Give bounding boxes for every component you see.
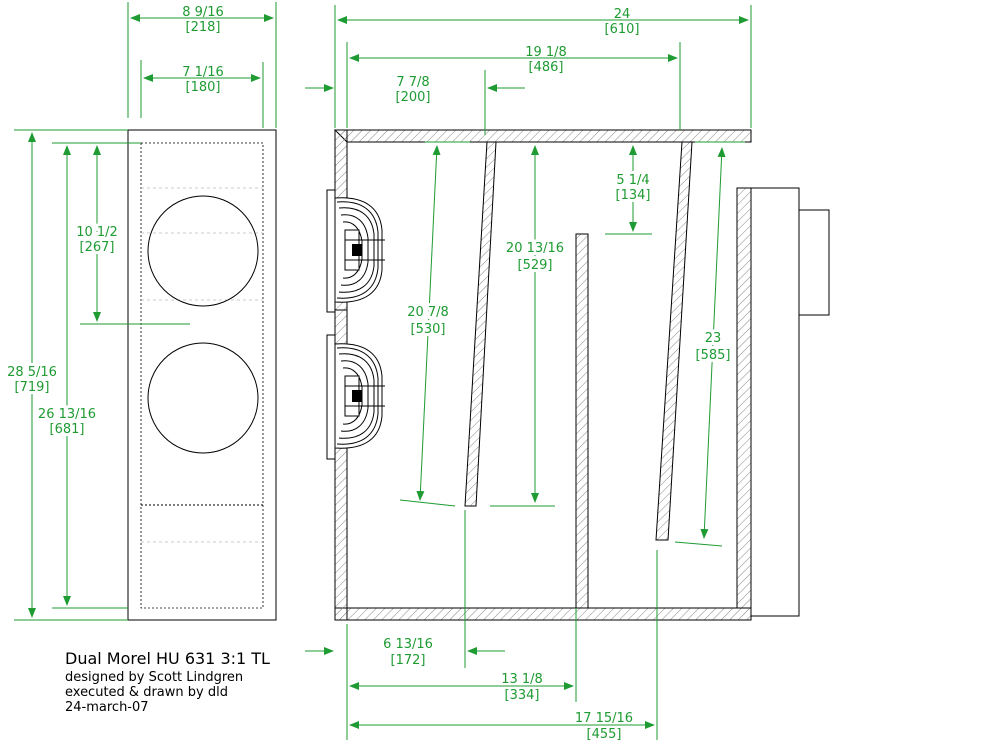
drafter-credit: executed & drawn by dld [65,685,228,700]
label-bg: [719] [15,380,50,395]
front-view [127,129,277,621]
label-bg: 20 13/16 [506,241,564,256]
dim-bottom-2-frac: 13 1/8 [501,672,543,687]
front-dimensions [14,2,277,621]
label-bg: [267] [80,240,115,255]
label-bg: 5 1/4 [616,173,649,188]
dim-center-length-frac: 20 13/16 [506,241,564,256]
side-section-view [326,129,830,621]
dim-first-length-mm: [530] [411,322,446,337]
dim-total-depth-mm: [610] [605,22,640,37]
dim-front-outer-frac: 8 9/16 [182,5,224,20]
dim-bottom-2-mm: [334] [505,688,540,703]
label-bg: 10 1/2 [76,225,118,240]
dim-inner-height-mm: [681] [50,422,85,437]
dim-top-gap-frac: 5 1/4 [616,173,649,188]
dim-front-inner-frac: 7 1/16 [182,65,224,80]
upper-driver-cutout [147,195,259,307]
lower-driver-cutout [147,342,259,454]
front-baffle-outline [127,129,277,621]
drawing-date: 24-march-07 [65,700,149,715]
dim-bottom-3-mm: [455] [587,727,622,742]
label-bg: [585] [696,348,731,363]
label-bg: [529] [518,258,553,273]
dim-total-height-mm: [719] [15,380,50,395]
label-bg: [134] [616,188,651,203]
dimension-labels: 8 9/16 [218] 7 1/16 [180] 28 5/16 28 5/1… [4,5,733,742]
lower-driver [326,334,385,460]
dim-inner-depth-frac: 19 1/8 [525,45,567,60]
label-bg: 28 5/16 [7,365,57,380]
dim-first-offset-mm: [200] [396,90,431,105]
drawing-title: Dual Morel HU 631 3:1 TL [65,649,270,668]
dim-first-length-frac: 20 7/8 [407,305,449,320]
dim-front-outer-mm: [218] [186,20,221,35]
dim-driver-spacing-mm: [267] [80,240,115,255]
dim-bottom-3-frac: 17 15/16 [575,711,633,726]
title-block: Dual Morel HU 631 3:1 TL designed by Sco… [65,649,270,715]
side-dimensions [305,5,752,740]
dim-total-height-frac: 28 5/16 [7,365,57,380]
label-bg: 26 13/16 [38,407,96,422]
dim-bottom-1-frac: 6 13/16 [383,637,433,652]
designer-credit: designed by Scott Lindgren [65,670,243,685]
bottom-wall [334,607,752,621]
center-panel [575,233,589,609]
dim-driver-spacing-frac: 10 1/2 [76,225,118,240]
dim-inner-height-frac: 26 13/16 [38,407,96,422]
dim-bottom-1-mm: [172] [391,653,426,668]
dim-center-length-mm: [529] [518,258,553,273]
dim-rear-length-mm: [585] [696,348,731,363]
dim-first-offset-frac: 7 7/8 [396,75,429,90]
dim-rear-length-frac: 23 [705,331,722,346]
front-inner-outline [140,142,264,609]
slanted-panel-2 [655,141,693,541]
rear-wall [736,187,752,609]
top-wall [333,129,752,143]
rear-plate [750,187,800,617]
upper-driver [326,189,385,313]
label-bg: [530] [411,322,446,337]
dim-top-gap-mm: [134] [616,188,651,203]
dim-total-depth-frac: 24 [614,7,631,22]
label-bg: 20 7/8 [407,305,449,320]
dim-inner-depth-mm: [486] [529,60,564,75]
label-bg: [681] [50,422,85,437]
slanted-panel-1 [464,141,497,507]
terminal-box [798,209,830,316]
label-bg: 23 [705,331,722,346]
dim-front-inner-mm: [180] [186,80,221,95]
